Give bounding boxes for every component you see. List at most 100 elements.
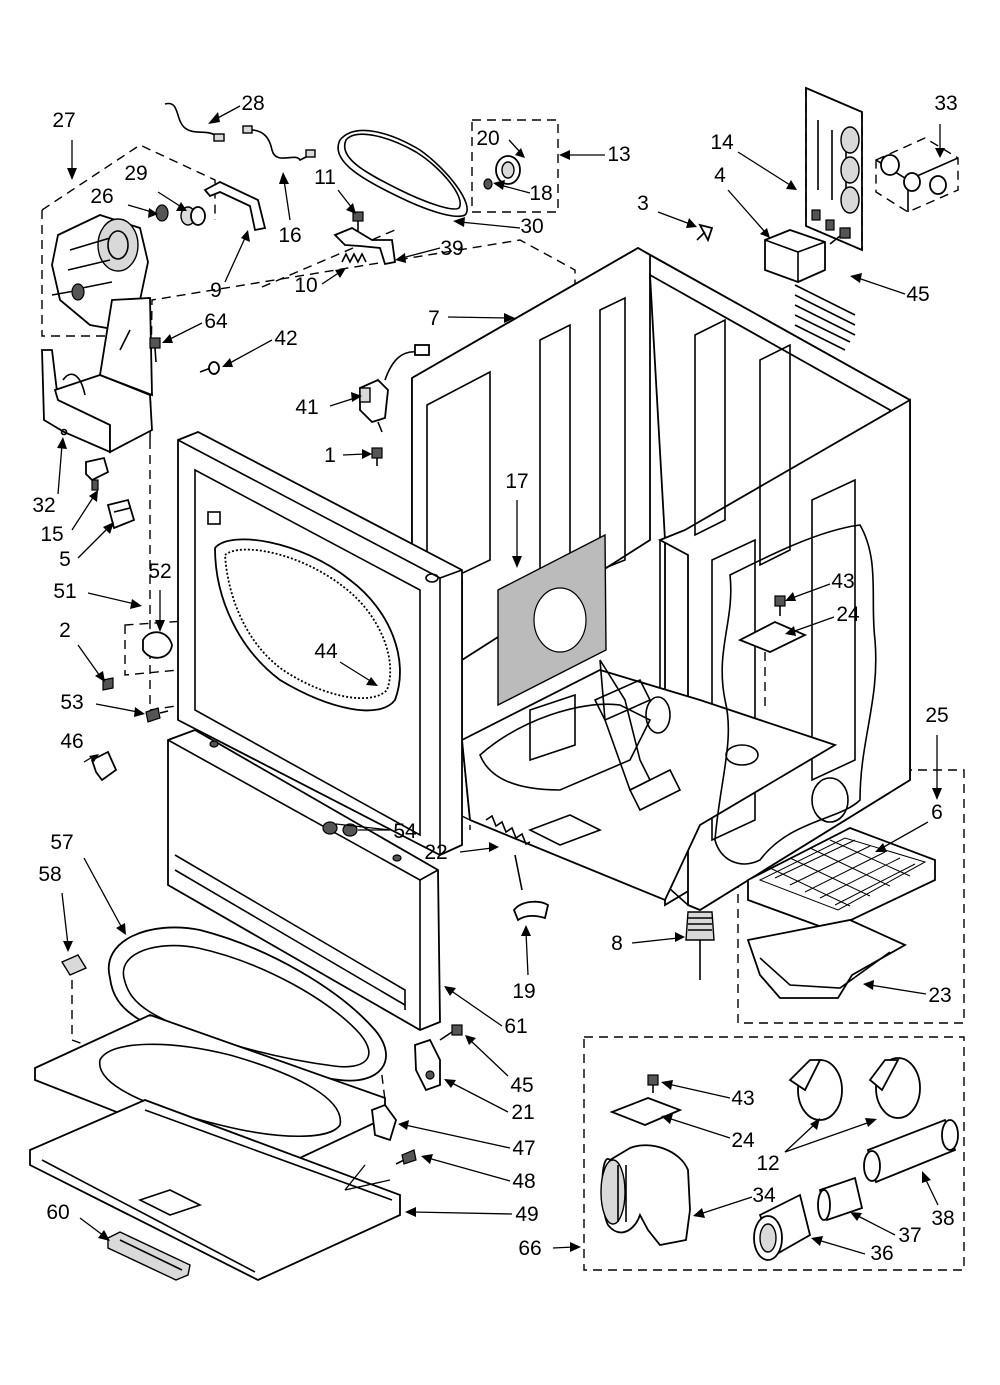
label-57: 57 <box>50 831 73 854</box>
screw-48 <box>395 1149 417 1165</box>
door-catch-58 <box>60 954 88 976</box>
label-24-bottom: 24 <box>731 1129 755 1152</box>
door-hinge-21 <box>414 1038 441 1092</box>
door-outer-panel-49 <box>29 1099 401 1281</box>
label-51: 51 <box>53 580 76 603</box>
label-10: 10 <box>294 274 317 297</box>
door-switch-41 <box>359 344 430 433</box>
cover-24-bottom <box>609 1097 683 1126</box>
screw-45-bottom <box>439 1024 463 1041</box>
label-4: 4 <box>714 164 726 187</box>
label-49: 49 <box>515 1203 538 1226</box>
lint-screen-6 <box>747 827 936 931</box>
lint-housing-23 <box>746 919 907 999</box>
label-2: 2 <box>59 619 71 642</box>
callout-labels: 2728292691611103930201813144333457644241… <box>32 92 957 1265</box>
label-46: 46 <box>60 730 83 753</box>
screw-11 <box>352 211 364 232</box>
pipe-38 <box>863 1118 959 1184</box>
screw-53 <box>145 707 169 723</box>
vent-hoods-12 <box>788 1057 921 1121</box>
label-41: 41 <box>295 396 318 419</box>
label-45-top: 45 <box>906 283 929 306</box>
hinge-clip-19 <box>512 900 550 922</box>
label-22: 22 <box>424 841 447 864</box>
label-30: 30 <box>520 215 543 238</box>
switch-15 <box>85 456 110 491</box>
switch-5 <box>106 498 136 530</box>
label-47: 47 <box>512 1137 535 1160</box>
label-7: 7 <box>428 307 440 330</box>
label-19: 19 <box>512 980 535 1003</box>
label-37: 37 <box>898 1224 921 1247</box>
clamp-36 <box>753 1193 812 1261</box>
motor-strap-9 <box>203 180 267 232</box>
label-8: 8 <box>611 932 623 955</box>
label-13: 13 <box>607 143 630 166</box>
label-28: 28 <box>241 92 264 115</box>
idler-spring-10 <box>341 252 367 264</box>
label-61: 61 <box>504 1015 527 1038</box>
label-38: 38 <box>931 1207 954 1230</box>
group-box-27 <box>41 144 216 337</box>
label-21: 21 <box>511 1101 534 1124</box>
hinge-47 <box>371 1103 397 1142</box>
label-3: 3 <box>637 192 649 215</box>
screw-1 <box>371 447 383 466</box>
label-45-bottom: 45 <box>510 1074 533 1097</box>
leader-lines <box>57 105 945 1255</box>
label-15: 15 <box>40 523 63 546</box>
motor-clip-29 <box>180 206 206 226</box>
label-11: 11 <box>314 166 336 189</box>
screw-42 <box>199 361 220 375</box>
label-52: 52 <box>148 560 171 583</box>
bracket-4 <box>764 229 826 283</box>
label-12: 12 <box>756 1152 779 1175</box>
label-24-top: 24 <box>836 603 860 626</box>
toe-panel-61 <box>167 729 441 1031</box>
label-43-top: 43 <box>831 570 854 593</box>
label-17: 17 <box>505 470 528 493</box>
label-6: 6 <box>931 801 943 824</box>
screw-43-bottom <box>647 1074 659 1093</box>
label-23: 23 <box>928 984 951 1007</box>
motor-mount-32 <box>41 297 153 454</box>
cover-24-top <box>737 621 808 710</box>
wire-harness-28 <box>164 102 316 162</box>
label-60: 60 <box>46 1201 69 1224</box>
label-48: 48 <box>512 1170 535 1193</box>
label-64: 64 <box>204 310 228 333</box>
label-58: 58 <box>38 863 61 886</box>
cabinet-7 <box>411 246 911 912</box>
label-25: 25 <box>925 704 948 727</box>
label-32: 32 <box>32 494 55 517</box>
lint-duct-17 <box>497 533 607 707</box>
label-53: 53 <box>60 691 83 714</box>
label-26: 26 <box>90 185 113 208</box>
elbow-34 <box>600 1144 691 1246</box>
label-14: 14 <box>710 131 734 154</box>
label-54: 54 <box>393 820 417 843</box>
screw-64 <box>149 337 161 363</box>
terminal-nuts-33 <box>875 137 959 213</box>
label-34: 34 <box>752 1184 776 1207</box>
clip-52 <box>142 631 173 659</box>
screw-2 <box>102 677 114 691</box>
label-9: 9 <box>210 279 222 302</box>
leveling-leg-8 <box>685 911 715 980</box>
group-box-66 <box>583 1036 965 1271</box>
label-39: 39 <box>440 237 463 260</box>
label-5: 5 <box>59 548 71 571</box>
label-18: 18 <box>529 182 552 205</box>
label-1: 1 <box>324 444 336 467</box>
terminal-block-14 <box>805 86 863 252</box>
screw-45-top <box>829 227 851 245</box>
label-29: 29 <box>124 162 147 185</box>
label-27: 27 <box>52 109 75 132</box>
clip-46 <box>90 750 118 782</box>
motor-washer-26 <box>155 204 169 222</box>
sleeve-37 <box>817 1176 864 1222</box>
label-36: 36 <box>870 1242 893 1265</box>
label-43-bottom: 43 <box>731 1087 754 1110</box>
